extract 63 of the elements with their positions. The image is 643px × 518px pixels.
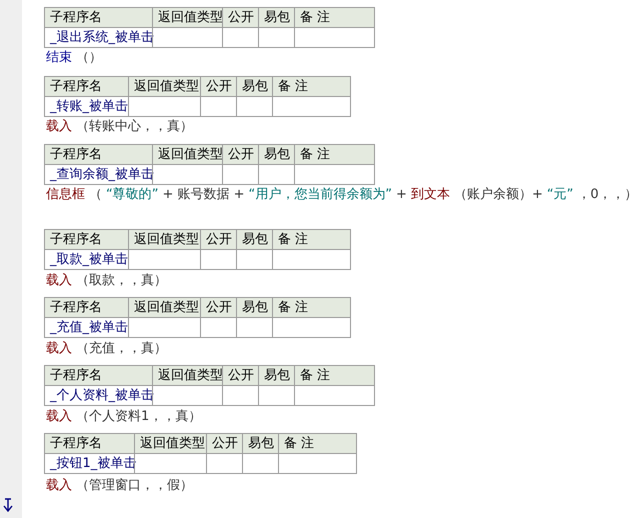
header-cell: 子程序名	[44, 365, 153, 386]
table-cell: _转账_被单击	[44, 96, 129, 117]
header-cell: 子程序名	[44, 144, 153, 165]
header-cell: 返回值类型	[128, 229, 201, 250]
code-keyword: 载入	[46, 340, 72, 358]
table-cell: _退出系统_被单击	[44, 27, 153, 48]
header-cell: 返回值类型	[152, 365, 223, 386]
header-cell: 子程序名	[44, 297, 129, 318]
string-literal: “元”	[546, 186, 574, 204]
table-cell: _充值_被单击	[44, 317, 129, 338]
header-cell: 子程序名	[44, 7, 153, 28]
header-cell: 备 注	[294, 7, 375, 28]
code-keyword: 信息框	[46, 186, 85, 204]
code-text: +	[396, 186, 407, 204]
string-literal: “用户，您当前得余额为”	[248, 186, 392, 204]
code-keyword: 载入	[46, 477, 72, 495]
header-cell: 返回值类型	[128, 76, 201, 97]
header-cell: 返回值类型	[134, 433, 207, 454]
header-cell: 返回值类型	[128, 297, 201, 318]
table-cell: _查询余额_被单击	[44, 164, 153, 185]
header-cell: 公开	[206, 433, 243, 454]
code-text: （管理窗口，，假）	[76, 477, 193, 495]
header-cell: 易包	[242, 433, 279, 454]
code-text: （）	[76, 49, 102, 67]
code-text: （	[89, 186, 102, 204]
header-cell: 子程序名	[44, 76, 129, 97]
header-cell: 易包	[258, 365, 295, 386]
code-keyword: 到文本	[410, 186, 450, 204]
table-cell: _取款_被单击	[44, 249, 129, 270]
header-cell: 备 注	[294, 144, 375, 165]
header-cell: 公开	[222, 365, 259, 386]
header-cell: 子程序名	[44, 229, 129, 250]
header-cell: 子程序名	[44, 433, 135, 454]
header-cell: 公开	[200, 76, 237, 97]
code-text: （个人资料1，，真）	[76, 408, 202, 426]
code-text: （转账中心，，真）	[76, 118, 193, 136]
code-keyword: 结束	[46, 49, 72, 67]
header-cell: 公开	[200, 297, 237, 318]
header-cell: 备 注	[272, 229, 351, 250]
header-cell: 易包	[236, 297, 273, 318]
header-cell: 备 注	[294, 365, 375, 386]
header-cell: 易包	[236, 229, 273, 250]
code-text: （账户余额）+	[454, 186, 543, 204]
header-cell: 备 注	[272, 297, 351, 318]
code-text: ，0，，）	[577, 186, 638, 204]
code-text: + 账号数据 +	[162, 186, 245, 204]
header-cell: 公开	[200, 229, 237, 250]
header-cell: 公开	[222, 7, 259, 28]
header-cell: 易包	[258, 144, 295, 165]
code-text: （充值，，真）	[76, 340, 167, 358]
code-text: （取款，，真）	[76, 272, 167, 290]
header-cell: 易包	[236, 76, 273, 97]
code-keyword: 载入	[46, 118, 72, 136]
code-keyword: 载入	[46, 408, 72, 426]
header-cell: 返回值类型	[152, 144, 223, 165]
table-cell: _个人资料_被单击	[44, 385, 153, 406]
string-literal: “尊敬的”	[106, 186, 158, 204]
header-cell: 返回值类型	[152, 7, 223, 28]
header-cell: 备 注	[272, 76, 351, 97]
header-cell: 易包	[258, 7, 295, 28]
header-cell: 公开	[222, 144, 259, 165]
code-keyword: 载入	[46, 272, 72, 290]
header-cell: 备 注	[278, 433, 357, 454]
